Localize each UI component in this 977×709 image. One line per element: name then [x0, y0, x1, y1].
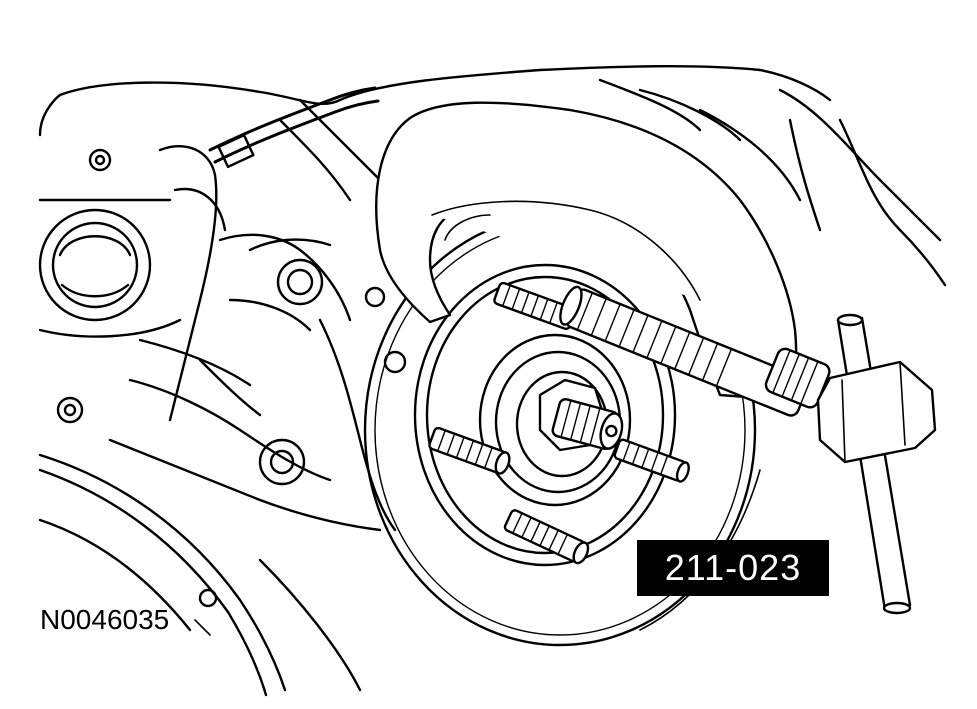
tool-number-text: 211-023 — [664, 547, 802, 588]
puller-frame — [375, 101, 798, 402]
forcing-screw — [559, 285, 831, 417]
t-handle — [816, 313, 937, 615]
axle-joint — [38, 148, 182, 424]
wheel-stud — [613, 438, 690, 483]
wheel-stud — [503, 509, 590, 565]
wheel-arch — [38, 453, 362, 697]
wheel-stud — [428, 426, 511, 475]
brake-hose — [208, 86, 380, 169]
figure-id-label: N0046035 — [40, 604, 170, 635]
leader-lines — [194, 619, 211, 636]
steering-knuckle — [108, 145, 407, 532]
background-structure — [38, 65, 947, 287]
special-tool-number-label: 211-023 — [637, 540, 829, 596]
hub-nut — [538, 378, 624, 452]
wheel-studs — [428, 281, 690, 565]
